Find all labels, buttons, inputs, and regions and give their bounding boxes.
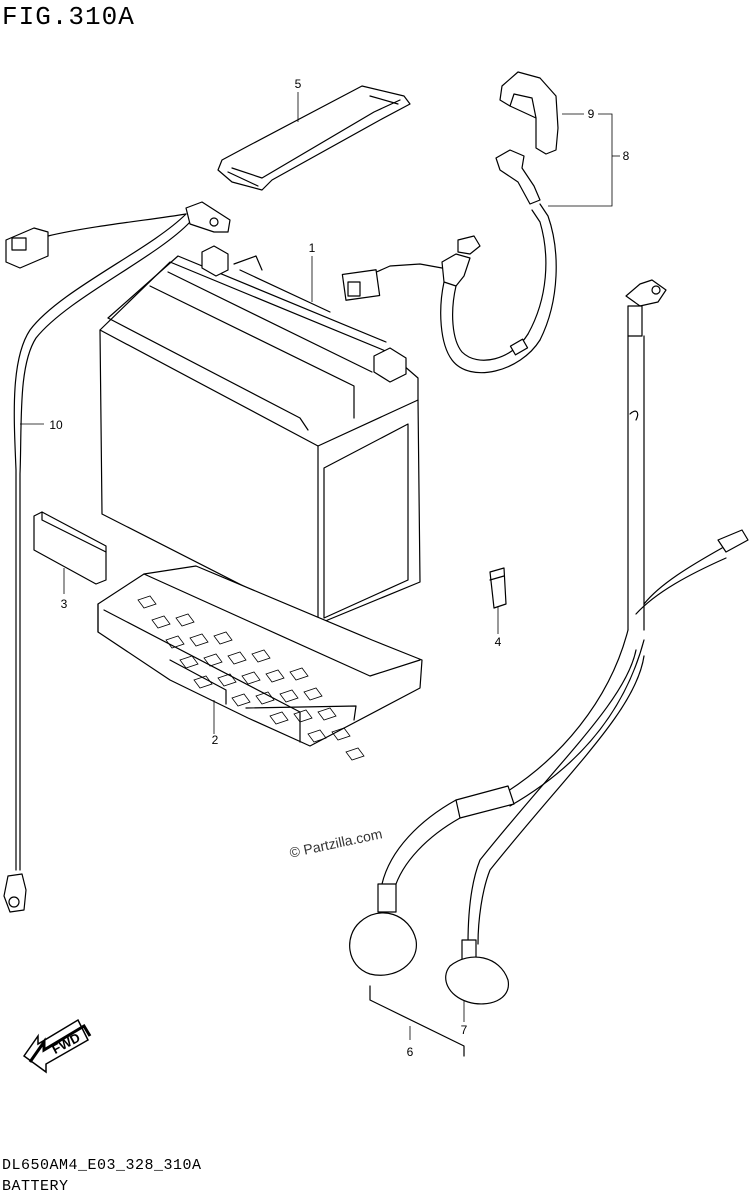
tray-slot xyxy=(255,691,275,705)
tray-slot xyxy=(293,709,313,723)
tray-slot xyxy=(151,615,171,629)
callout-5[interactable]: 5 xyxy=(294,77,302,91)
battery-strap-part-5[interactable] xyxy=(217,85,411,191)
terminal-cap-part-9[interactable] xyxy=(499,71,559,155)
tray-slot xyxy=(251,649,271,663)
tray-slot xyxy=(317,707,337,721)
callout-3[interactable]: 3 xyxy=(60,597,68,611)
callout-leaders xyxy=(20,92,620,1040)
callout-6[interactable]: 6 xyxy=(406,1045,414,1059)
tray-slot xyxy=(217,673,237,687)
positive-cable-part-8[interactable] xyxy=(341,149,557,374)
forward-direction-badge: FWD xyxy=(22,1018,92,1074)
callout-10[interactable]: 10 xyxy=(49,418,63,432)
section-name: BATTERY xyxy=(2,1178,69,1195)
tray-slot xyxy=(279,689,299,703)
tray-slot xyxy=(241,671,261,685)
ground-wire-part-10[interactable] xyxy=(3,201,231,913)
callout-4[interactable]: 4 xyxy=(494,635,502,649)
tray-slot xyxy=(175,613,195,627)
clip-part-4[interactable] xyxy=(489,567,507,609)
tray-slot xyxy=(269,711,289,725)
tray-slot xyxy=(331,727,351,741)
figure-title: FIG.310A xyxy=(2,2,135,32)
tray-slot xyxy=(165,635,185,649)
tray-slot xyxy=(213,631,233,645)
tray-slot xyxy=(227,651,247,665)
tray-slot xyxy=(193,675,213,689)
callout-2[interactable]: 2 xyxy=(211,733,219,747)
tray-slot xyxy=(179,655,199,669)
battery-tray-part-2[interactable] xyxy=(97,565,423,761)
tray-slot xyxy=(265,669,285,683)
battery-pad-part-3[interactable] xyxy=(33,511,107,585)
tray-slot xyxy=(203,653,223,667)
tray-slot xyxy=(231,693,251,707)
tray-slot xyxy=(189,633,209,647)
tray-slot xyxy=(345,747,365,761)
negative-harness-part-6[interactable] xyxy=(349,279,749,1057)
callout-1[interactable]: 1 xyxy=(308,241,316,255)
callout-8[interactable]: 8 xyxy=(622,149,630,163)
battery-part-1[interactable] xyxy=(99,245,421,625)
tray-slot xyxy=(307,729,327,743)
tray-slot xyxy=(303,687,323,701)
tray-slot xyxy=(137,595,157,609)
callout-9[interactable]: 9 xyxy=(587,107,595,121)
model-code: DL650AM4_E03_328_310A xyxy=(2,1157,202,1174)
tray-slot xyxy=(289,667,309,681)
callout-7[interactable]: 7 xyxy=(460,1023,468,1037)
